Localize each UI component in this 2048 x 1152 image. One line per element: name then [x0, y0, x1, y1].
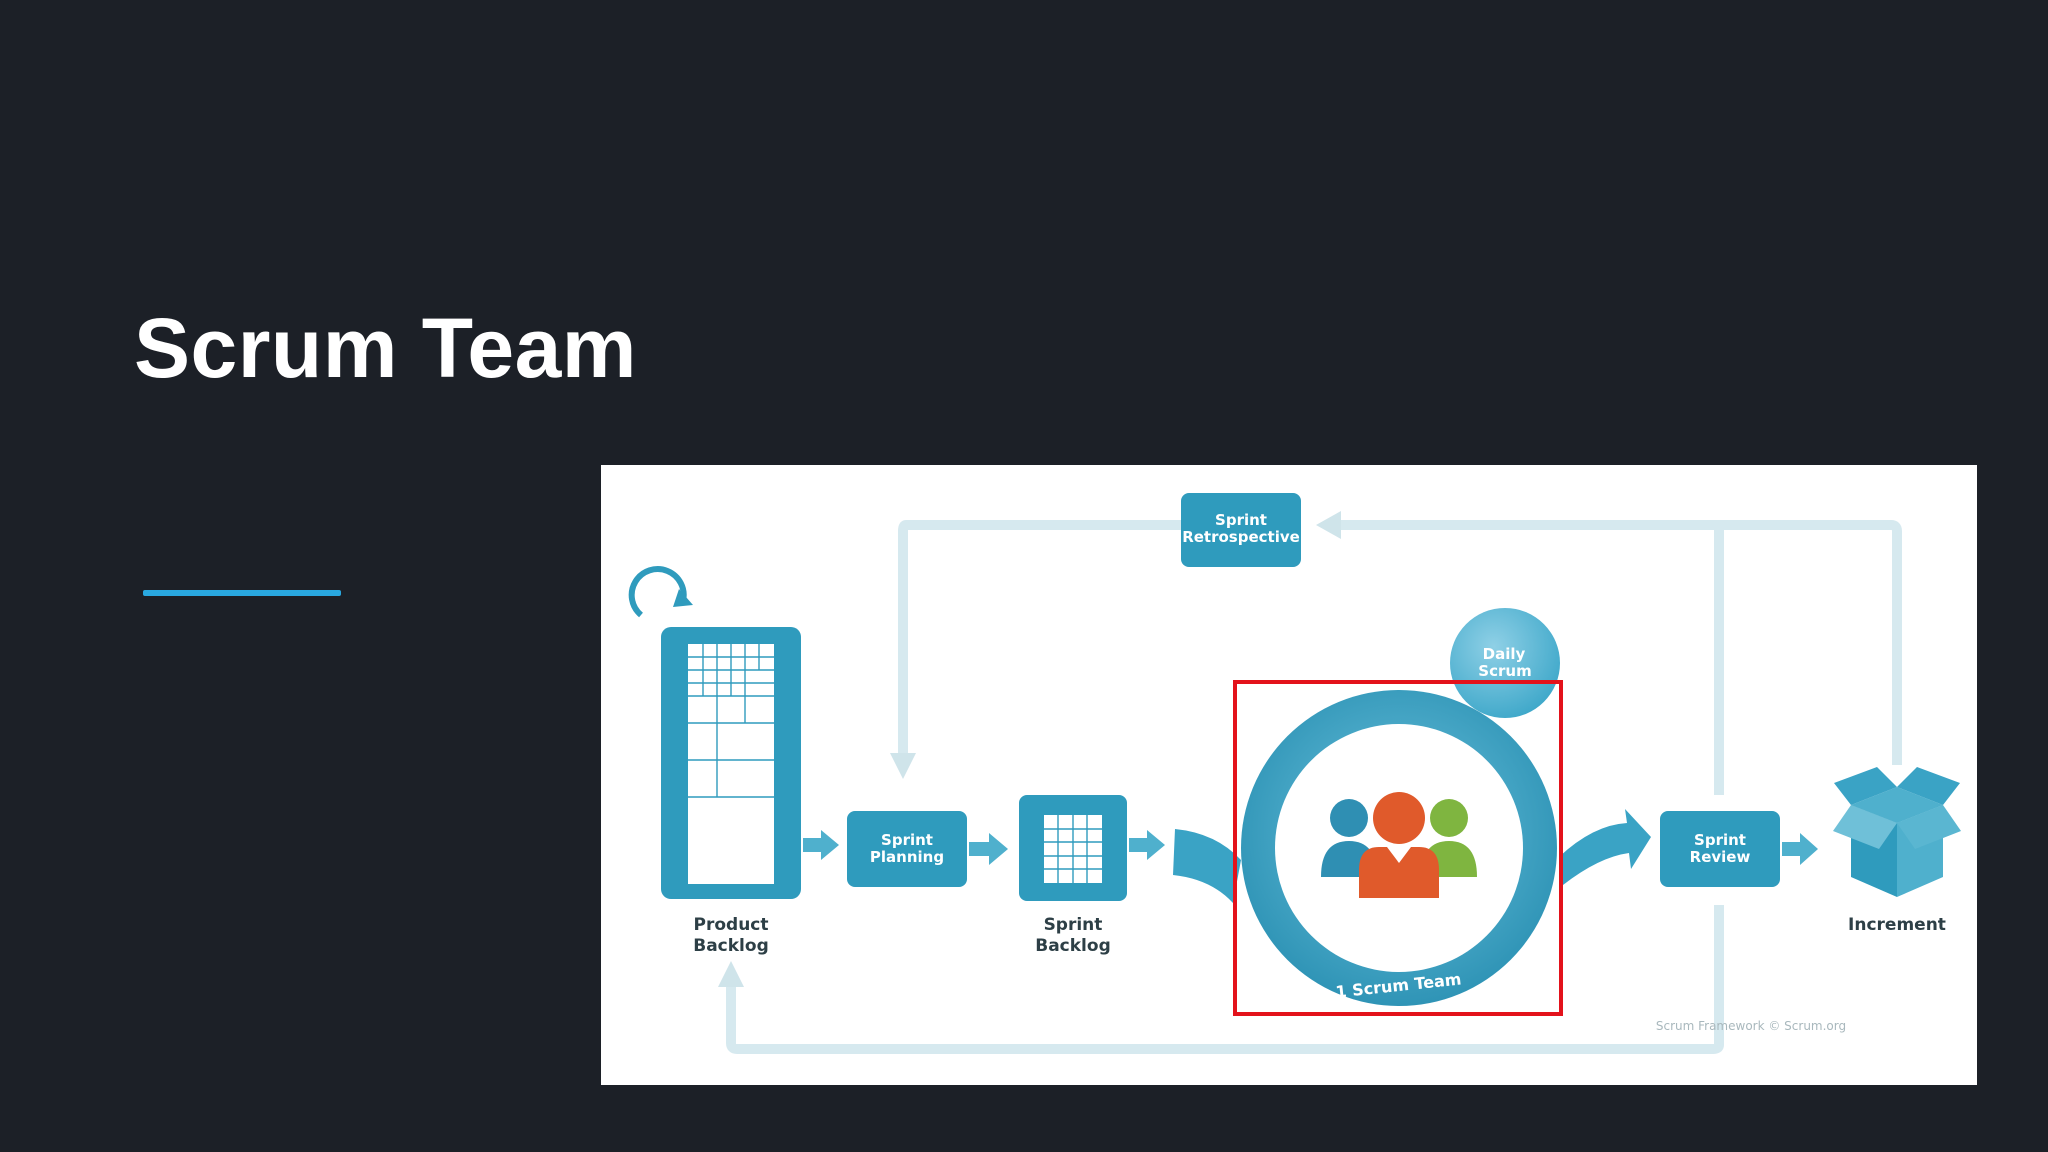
- backlog-grid-icon: [688, 644, 774, 798]
- sprint-retrospective-label-1: Sprint: [1215, 511, 1267, 529]
- product-backlog-node: Product Backlog: [628, 566, 801, 956]
- track-arrowhead-left-icon: [1316, 511, 1341, 539]
- flow-arrow-2: [969, 833, 1008, 865]
- track-arrowhead-up-icon: [718, 961, 744, 987]
- sprint-planning-label-2: Planning: [870, 848, 944, 866]
- feedback-tracks: [718, 511, 1902, 1054]
- scrum-team-node: 1 Scrum Team: [1241, 690, 1557, 1006]
- sprint-backlog-label-1: Sprint: [1044, 915, 1103, 935]
- arrow-right-icon: [821, 830, 839, 860]
- sprint-review-label-2: Review: [1690, 848, 1751, 866]
- sprint-backlog-label-2: Backlog: [1035, 936, 1111, 956]
- curved-outflow-arrow: [1559, 809, 1651, 885]
- retrospective-track-left: [898, 520, 1181, 755]
- flow-arrow-3: [1129, 830, 1165, 860]
- increment-track: [1719, 520, 1902, 765]
- sprint-retrospective-label-2: Retrospective: [1182, 528, 1300, 546]
- sprint-backlog-node: Sprint Backlog: [1019, 795, 1127, 956]
- product-backlog-label-2: Backlog: [693, 936, 769, 956]
- scrum-diagram-svg: Sprint Retrospective P: [628, 493, 1961, 1054]
- diagram-credit: Scrum Framework © Scrum.org: [1656, 1019, 1846, 1033]
- bottom-track: [726, 905, 1724, 1054]
- highlight-box: [1233, 680, 1563, 1016]
- arrow-right-icon: [989, 833, 1008, 865]
- sprint-planning-label-1: Sprint: [881, 831, 933, 849]
- daily-scrum-label-2: Scrum: [1478, 662, 1531, 680]
- sprint-retrospective-node: Sprint Retrospective: [1181, 493, 1301, 567]
- slide-title: Scrum Team: [134, 301, 637, 395]
- track-arrowhead-down-icon: [890, 753, 916, 779]
- daily-scrum-node: Daily Scrum: [1450, 608, 1560, 718]
- flow-arrow-1: [803, 830, 839, 860]
- open-box-icon: [1833, 767, 1961, 897]
- sprint-planning-node: Sprint Planning: [847, 811, 967, 887]
- increment-node: Increment: [1833, 767, 1961, 935]
- increment-label: Increment: [1848, 915, 1946, 935]
- sprint-backlog-grid-icon: [1044, 815, 1102, 883]
- sprint-review-label-1: Sprint: [1694, 831, 1746, 849]
- arrow-right-icon: [1147, 830, 1165, 860]
- arrow-right-icon: [1800, 833, 1818, 865]
- curved-inflow-arrow: [1173, 829, 1241, 903]
- product-backlog-label-1: Product: [694, 915, 769, 935]
- refresh-cycle-icon: [628, 566, 687, 618]
- sprint-review-node: Sprint Review: [1660, 811, 1780, 887]
- title-accent-line: [143, 590, 341, 596]
- team-people-icon: [1321, 792, 1477, 898]
- flow-arrow-4: [1782, 833, 1818, 865]
- daily-scrum-label-1: Daily: [1483, 645, 1526, 663]
- scrum-framework-diagram: Sprint Retrospective P: [601, 465, 1977, 1085]
